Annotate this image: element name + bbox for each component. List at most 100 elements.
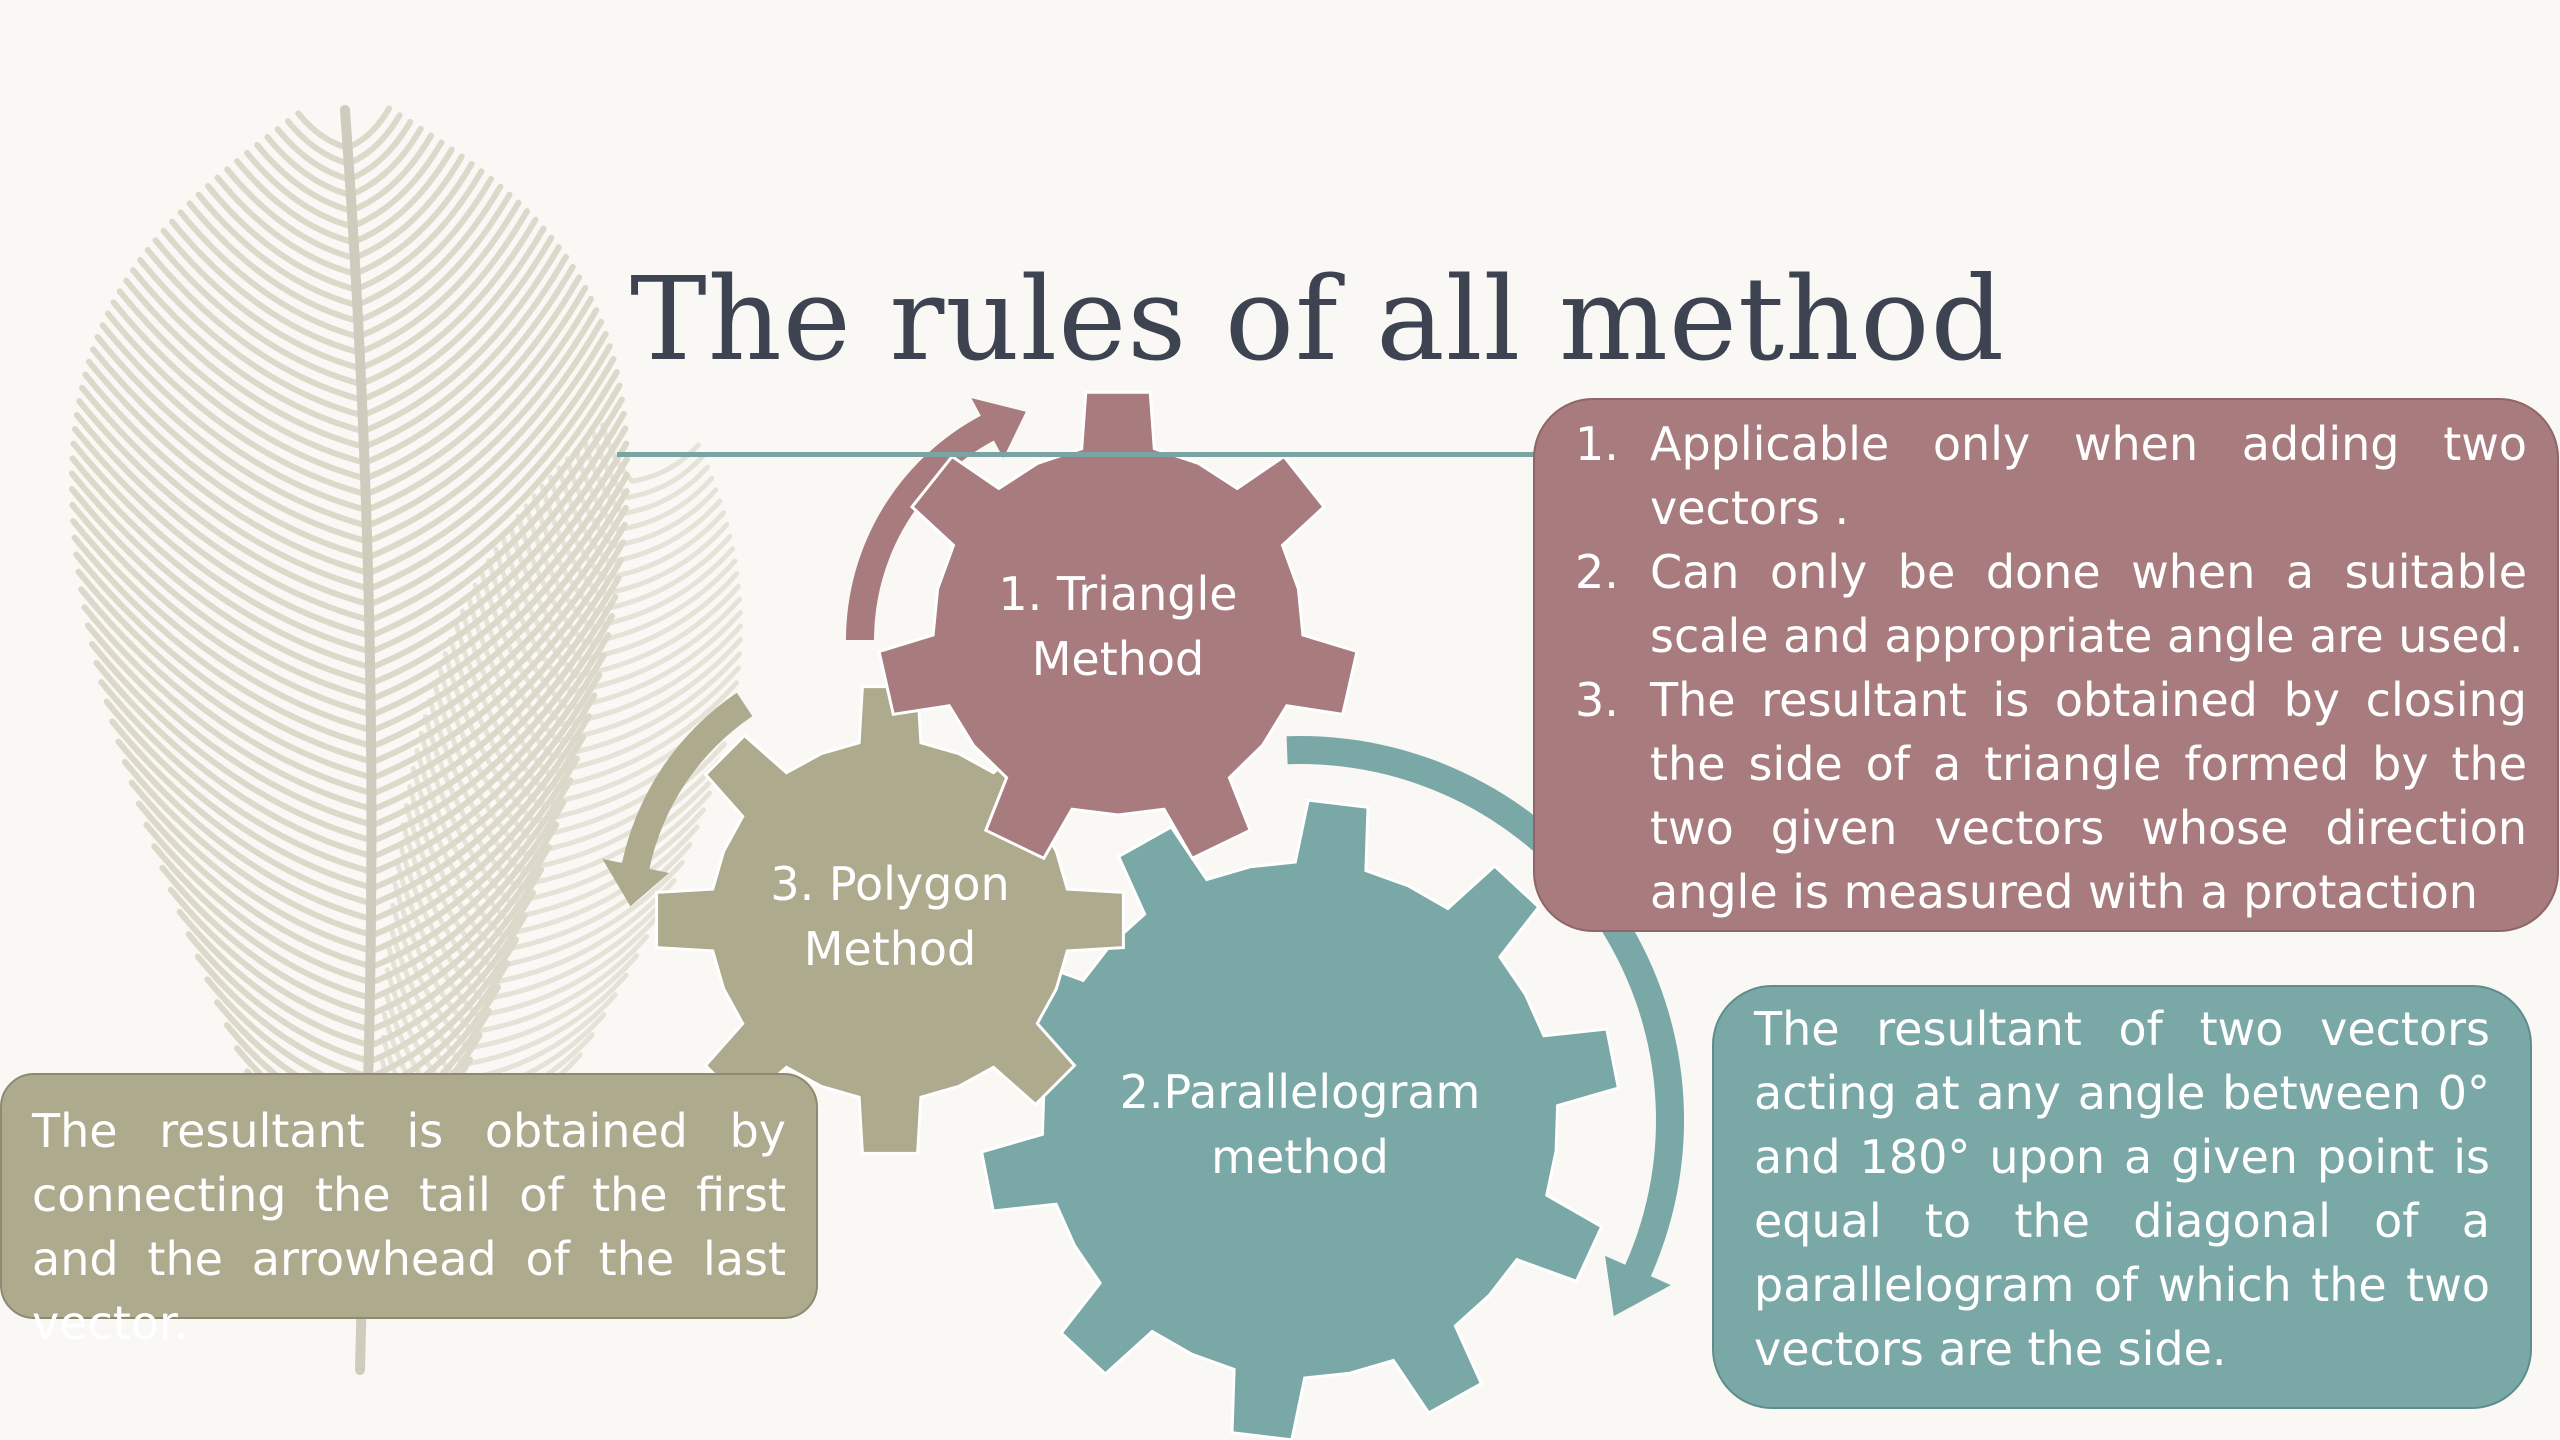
- feather-barb: [186, 200, 361, 325]
- feather-barb: [244, 149, 356, 230]
- feather-barb: [73, 411, 374, 624]
- feather-barb: [369, 734, 586, 939]
- feather-decoration: [68, 105, 744, 1375]
- feather-barb: [367, 410, 627, 655]
- feather-barb: [442, 650, 537, 824]
- feather-barb: [611, 487, 719, 549]
- feather-barb: [620, 464, 711, 517]
- feather-barb: [352, 168, 485, 293]
- feather-barb: [362, 284, 589, 498]
- feather-barb: [284, 118, 352, 167]
- feather-barb: [143, 821, 375, 986]
- feather-barb: [70, 440, 374, 655]
- triangle-rules-list: 1. Applicable only when adding two vecto…: [1575, 412, 2527, 924]
- feather-barb: [369, 692, 598, 907]
- gear-polygon-label-2: Method: [804, 922, 977, 976]
- feather-barb: [357, 208, 531, 372]
- feather-barb: [370, 612, 615, 844]
- gear-triangle-label-1: 1. Triangle: [998, 567, 1237, 621]
- feather-barb: [121, 758, 376, 939]
- feather-barb: [116, 288, 368, 466]
- feather-barb: [69, 455, 375, 671]
- feather-barb: [345, 112, 403, 167]
- feather-barb: [601, 510, 727, 581]
- feather-barb: [360, 244, 562, 435]
- slide-title: The rules of all method: [630, 253, 2006, 387]
- feather-barb: [358, 225, 547, 403]
- feather-barb: [365, 330, 609, 561]
- feather-barb: [137, 256, 366, 419]
- feather-barb: [368, 440, 630, 687]
- feather-barb: [414, 748, 509, 922]
- feather-barb: [592, 534, 733, 614]
- feather-barb: [368, 456, 630, 703]
- feather-barb: [348, 132, 435, 214]
- feather-barb: [522, 741, 727, 857]
- feather-barb: [366, 369, 620, 608]
- feather-barb: [367, 396, 625, 640]
- feather-barb: [354, 183, 504, 325]
- feather-barb: [94, 334, 371, 529]
- feather-barb: [350, 146, 455, 246]
- feather-barb: [144, 247, 365, 403]
- feather-barb: [214, 174, 358, 277]
- feather-barb: [152, 237, 364, 388]
- feather-barb: [370, 593, 619, 829]
- feather-barb: [93, 659, 377, 860]
- feather-barb: [369, 557, 624, 797]
- feather-barb: [461, 972, 629, 1067]
- feather-barb: [99, 322, 370, 514]
- feather-barb: [168, 218, 363, 356]
- triangle-rule-item: 3. The resultant is obtained by closing …: [1575, 668, 2527, 924]
- feather-barb: [597, 522, 730, 598]
- feather-barb: [115, 738, 376, 923]
- feather-barb: [364, 307, 600, 529]
- feather-barb: [84, 622, 377, 829]
- feather-barb: [512, 773, 718, 889]
- feather-barb: [159, 864, 375, 1018]
- triangle-rules-box: 1. Applicable only when adding two vecto…: [1533, 398, 2559, 932]
- feather-barb: [167, 886, 374, 1033]
- feather-barb: [254, 141, 355, 214]
- feather-barb: [353, 175, 495, 309]
- feather-barb: [160, 227, 364, 372]
- feather-barb: [369, 471, 631, 718]
- feather-barb: [366, 355, 617, 592]
- feather-barb: [556, 465, 612, 565]
- feather-barb: [79, 384, 373, 592]
- feather-barb: [176, 908, 374, 1049]
- feather-barb: [71, 426, 374, 640]
- feather-barb: [177, 209, 362, 340]
- feather-barb: [459, 608, 551, 776]
- gear-parallelogram-label-1: 2.Parallelogram: [1120, 1065, 1481, 1119]
- feather-barb: [370, 632, 612, 860]
- feather-barb: [369, 521, 628, 766]
- feather-barb: [82, 371, 372, 577]
- feather-barb: [81, 604, 377, 813]
- feather-barb: [466, 953, 640, 1051]
- feather-barb: [369, 777, 574, 970]
- parallelogram-rule-box: The resultant of two vectors acting at a…: [1712, 985, 2532, 1409]
- feather-barb: [85, 358, 372, 561]
- feather-barb: [368, 843, 552, 1018]
- feather-barb: [123, 277, 367, 451]
- feather-barb: [355, 191, 513, 340]
- feather-barb: [366, 936, 520, 1081]
- feather-barb: [75, 568, 376, 781]
- feather-barb: [494, 842, 693, 954]
- gear-triangle: 1. Triangle Method: [877, 390, 1359, 861]
- feather-barb: [369, 488, 630, 734]
- feather-barb: [498, 824, 700, 938]
- feather-barb: [364, 318, 605, 545]
- triangle-rule-item: 2. Can only be done when a suitable scal…: [1575, 540, 2527, 668]
- cycle-arrow-polygon: [602, 692, 753, 907]
- gear-triangle-shape: [877, 390, 1359, 861]
- feather-barb: [418, 730, 514, 905]
- feather-barb: [151, 843, 375, 1002]
- feather-barb: [224, 166, 357, 262]
- feather-barb: [109, 718, 376, 907]
- polygon-rule-box: The resultant is obtained by connecting …: [0, 1073, 818, 1350]
- feather-barb: [369, 504, 629, 750]
- feather-barb: [480, 896, 668, 1003]
- feather-barb: [234, 158, 357, 246]
